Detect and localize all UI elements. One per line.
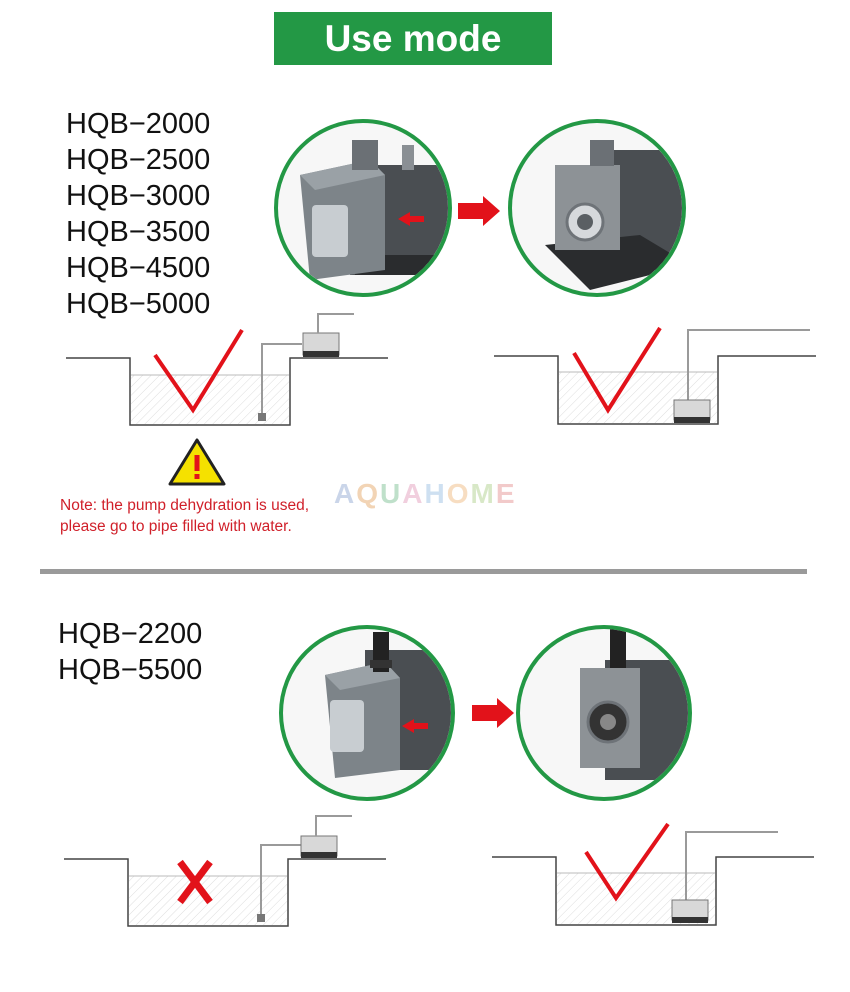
section2-model-list: HQB−2200 HQB−5500 <box>58 616 202 688</box>
arrow-icon <box>402 719 428 733</box>
use-mode-banner: Use mode <box>274 12 552 65</box>
model-label: HQB−2500 <box>66 144 211 176</box>
watermark-letter: U <box>380 478 403 509</box>
arrow-icon <box>398 212 424 226</box>
pump-with-cover-photo <box>274 119 452 297</box>
model-label: HQB−2200 <box>58 618 203 650</box>
arrow-right-icon <box>458 196 500 226</box>
cross-mark-icon <box>177 859 213 905</box>
model-label: HQB−4500 <box>66 252 211 284</box>
arrow-right-icon <box>472 698 514 728</box>
tank-pump-outside-diagram <box>66 313 388 426</box>
model-label: HQB−3000 <box>66 180 211 212</box>
tank-pump-outside-diagram <box>64 815 386 927</box>
watermark-letter: O <box>446 478 471 509</box>
model-label: HQB−3500 <box>66 216 211 248</box>
watermark-letter: H <box>424 478 447 509</box>
check-mark-icon <box>153 328 244 414</box>
watermark-letter: A <box>334 478 357 509</box>
tank-pump-inside-diagram <box>494 326 816 425</box>
section1-model-list: HQB−2000 HQB−2500 HQB−3000 HQB−3500 HQB−… <box>66 106 210 322</box>
model-label: HQB−2000 <box>66 108 211 140</box>
section-divider <box>40 569 807 574</box>
model-label: HQB−5500 <box>58 654 203 686</box>
watermark-letter: E <box>495 478 517 509</box>
pump-open-photo <box>508 119 686 297</box>
watermark-letter: A <box>402 478 425 509</box>
warning-icon <box>168 438 226 486</box>
note-line: Note: the pump dehydration is used, <box>60 497 310 514</box>
watermark-letter: M <box>470 478 496 509</box>
pump-open-photo <box>516 625 692 801</box>
model-label: HQB−5000 <box>66 288 211 320</box>
tank-pump-inside-diagram <box>492 822 814 926</box>
pump-with-cover-photo <box>279 625 455 801</box>
watermark-letter: Q <box>356 478 381 509</box>
check-mark-icon <box>584 822 670 902</box>
aquahome-watermark: AQUAHOME <box>334 478 517 510</box>
dehydration-note: Note: the pump dehydration is used, plea… <box>60 495 380 537</box>
check-mark-icon <box>572 326 662 414</box>
note-line: please go to pipe filled with water. <box>60 518 292 535</box>
